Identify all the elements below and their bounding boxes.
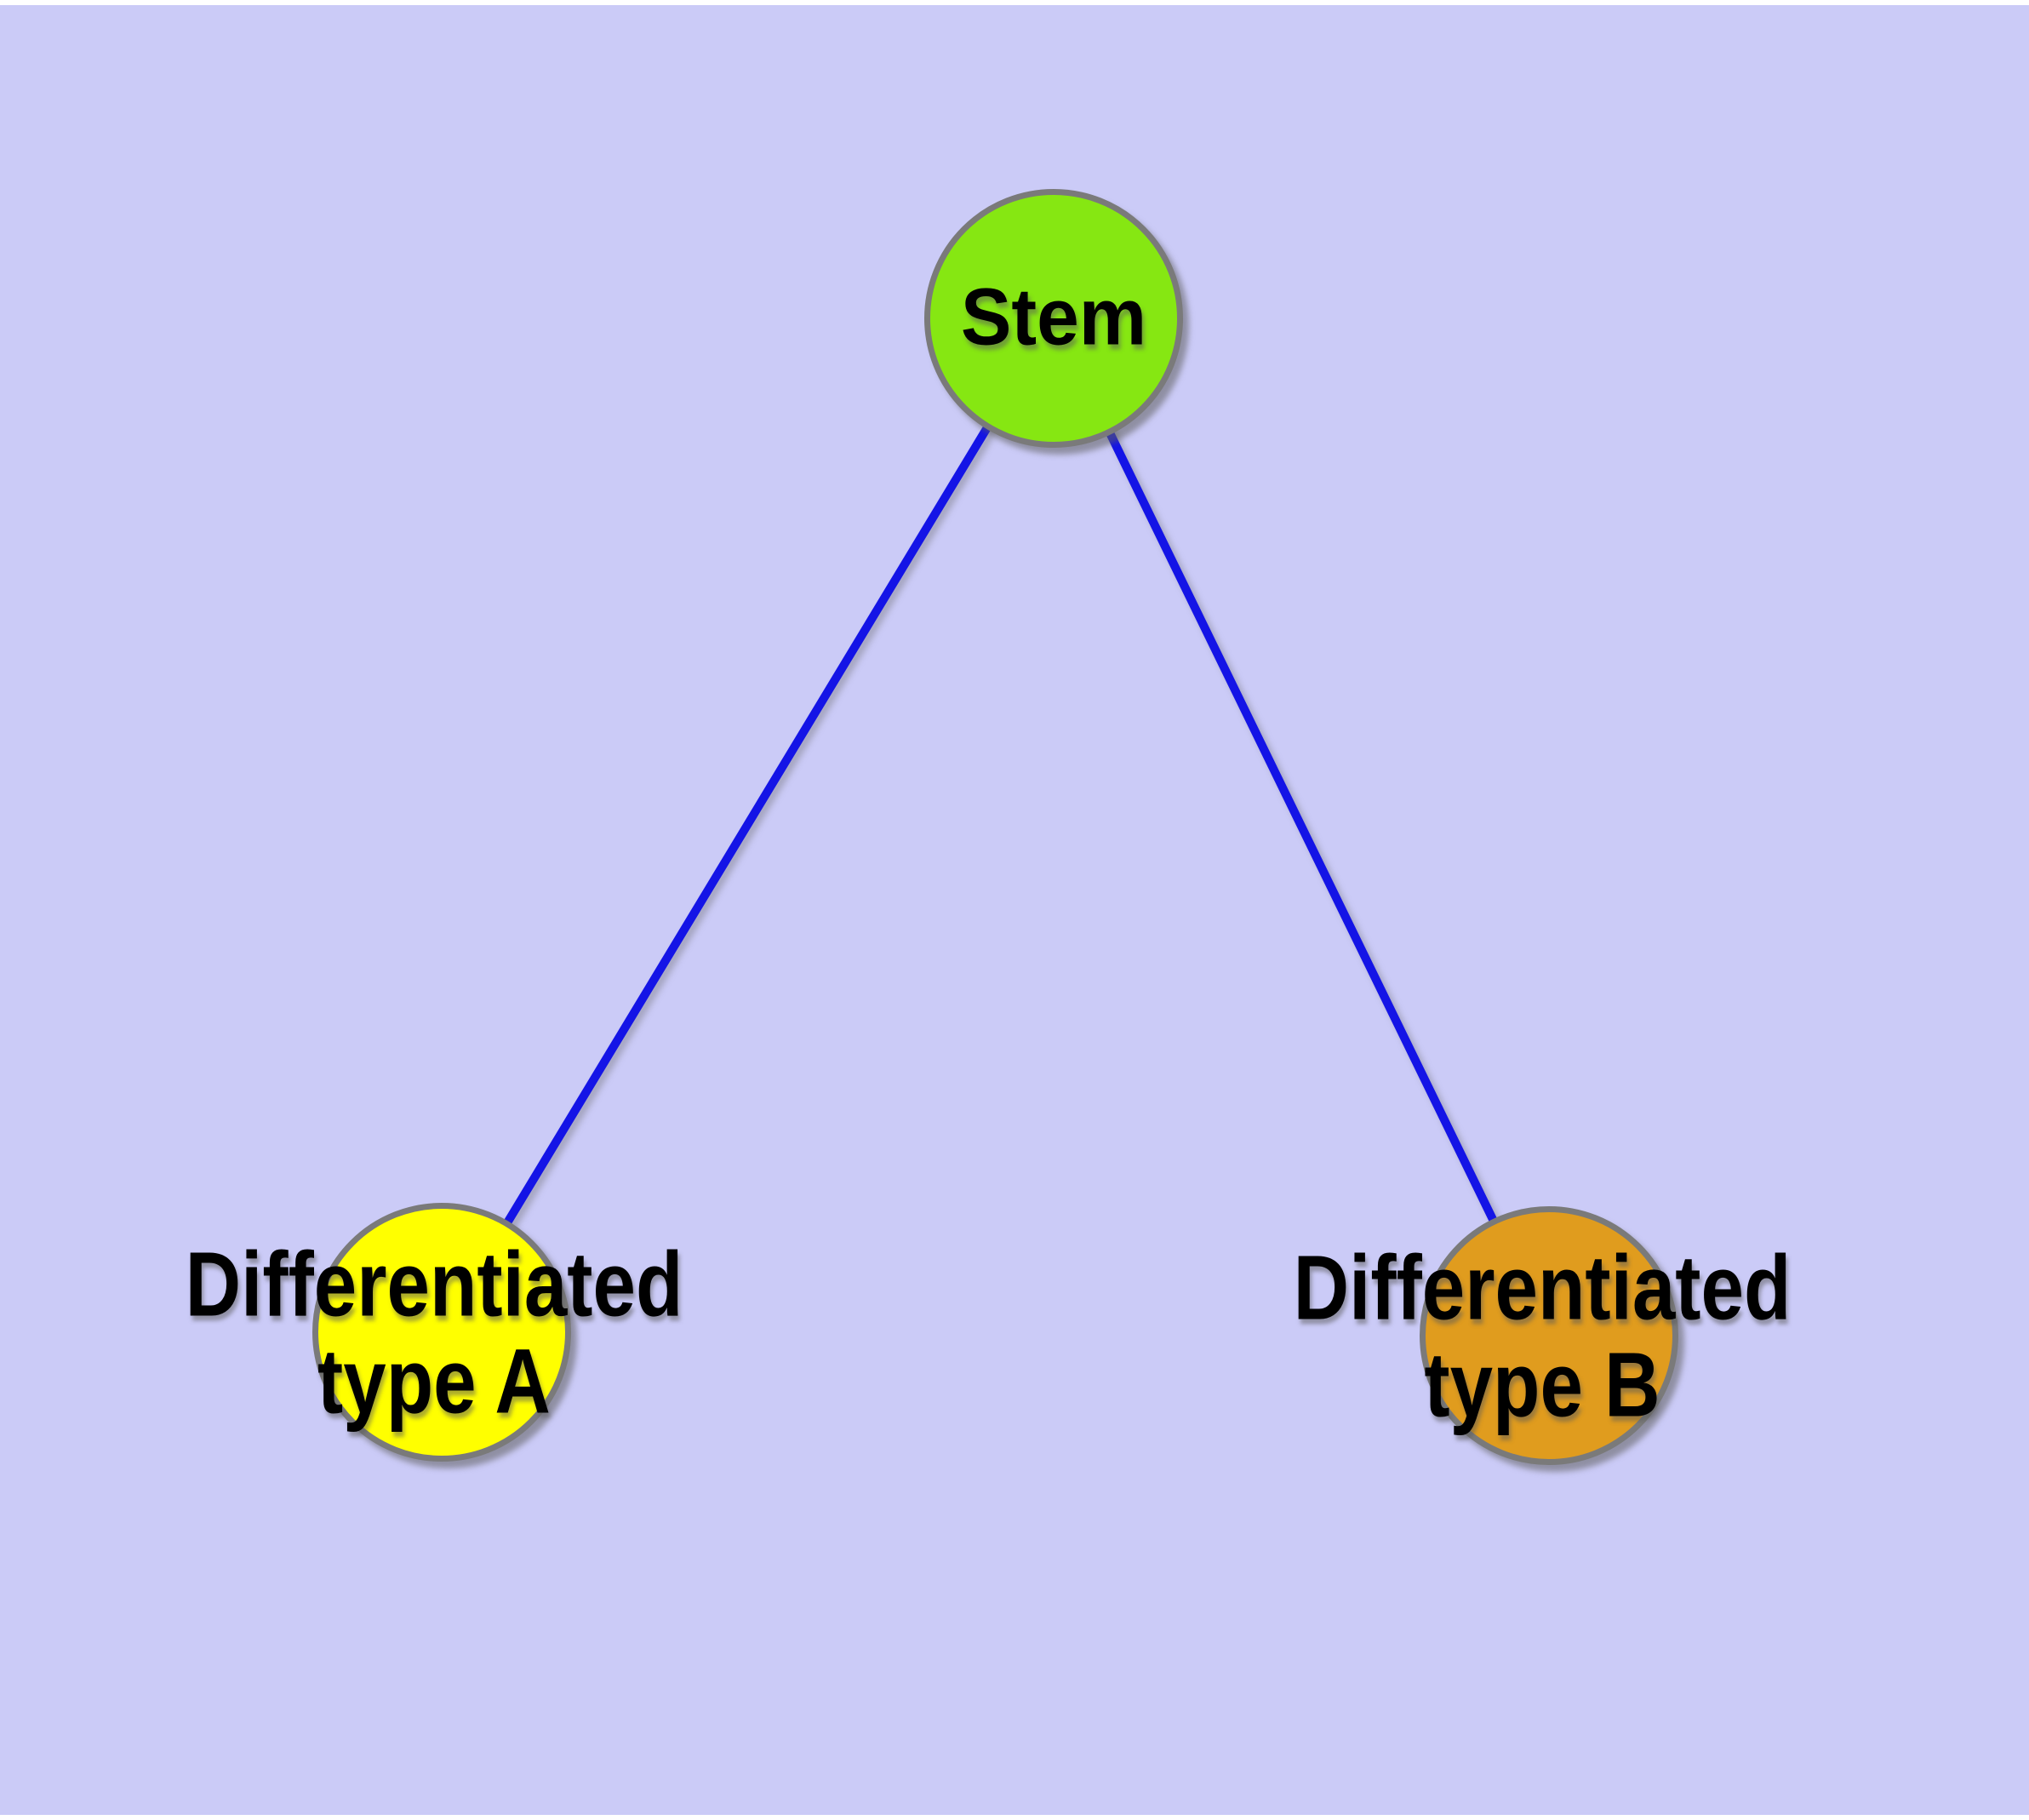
node-differentiated-type-a: [312, 1203, 571, 1462]
node-type-a-label-line1: Differentiated: [185, 1232, 683, 1336]
node-type-b-label-line2: type B: [1424, 1333, 1660, 1436]
edge-stem-to-type-b: [1049, 313, 1553, 1339]
node-stem-label: Stem: [960, 272, 1147, 363]
edge-stem-to-type-a: [437, 313, 1058, 1336]
node-type-a-label-line2: type A: [317, 1330, 551, 1433]
edges-layer: [437, 313, 1553, 1339]
node-differentiated-type-b: [1420, 1206, 1678, 1465]
node-type-a-label: Differentiated type A: [185, 1232, 683, 1433]
diagram-canvas: Stem Differentiated type A Differentiate…: [0, 5, 2029, 1815]
node-type-b-label: Differentiated type B: [1294, 1239, 1792, 1434]
node-stem: [924, 189, 1183, 448]
node-type-b-label-line1: Differentiated: [1293, 1235, 1792, 1339]
